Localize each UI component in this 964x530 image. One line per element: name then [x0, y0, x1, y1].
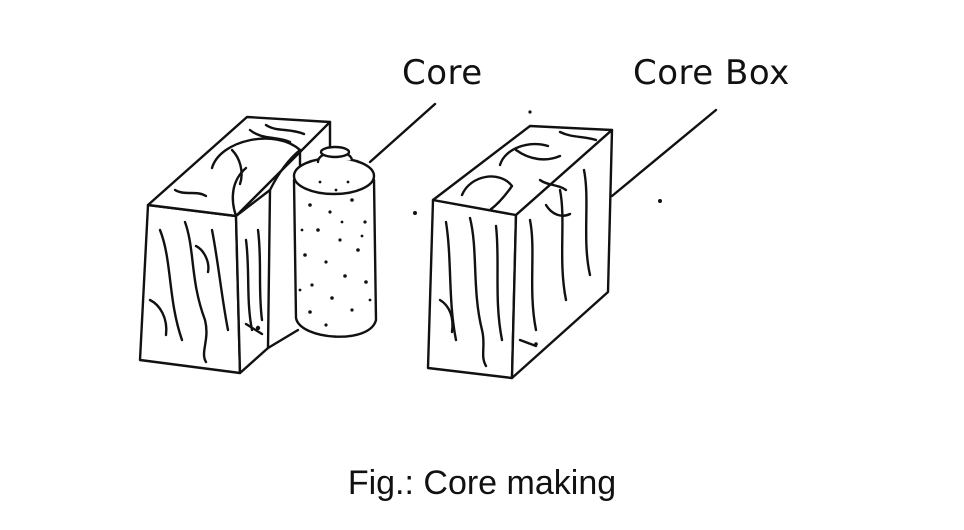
- closed-core-box: [426, 124, 614, 380]
- figure-caption: Fig.: Core making: [347, 464, 617, 502]
- open-core-box-half: [138, 115, 332, 375]
- core-box-label: Core Box: [633, 53, 790, 93]
- cylindrical-core: [292, 145, 378, 338]
- core-box-leader-line: [610, 108, 718, 198]
- core-label: Core: [402, 53, 483, 93]
- core-leader-line: [368, 102, 437, 164]
